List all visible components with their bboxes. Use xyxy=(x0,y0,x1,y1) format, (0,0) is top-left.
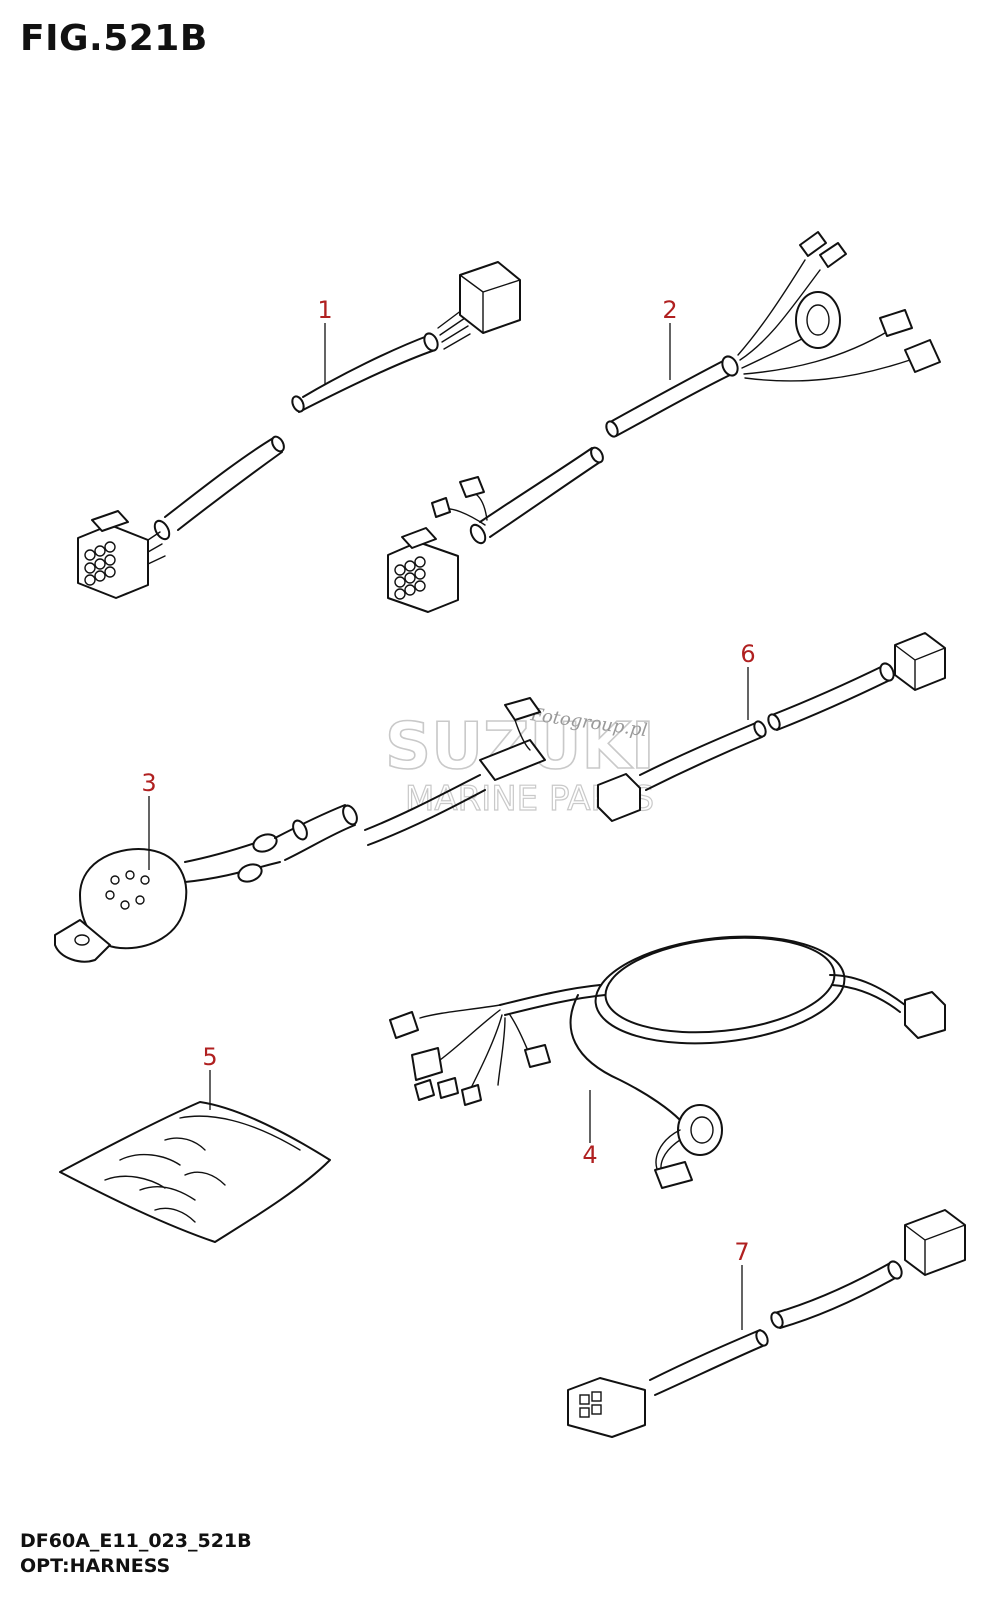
part-3-buzzer xyxy=(54,804,358,963)
callout-2: 2 xyxy=(662,296,677,324)
part-1-harness xyxy=(77,261,521,599)
callout-3: 3 xyxy=(141,769,156,797)
part-4-harness xyxy=(389,935,946,1189)
part-5-bag xyxy=(59,1101,331,1243)
part-6-harness xyxy=(364,632,946,846)
diagram-title: OPT:HARNESS xyxy=(20,1555,171,1577)
diagram-code: DF60A_E11_023_521B xyxy=(20,1530,252,1552)
figure-title: FIG.521B xyxy=(20,18,208,59)
part-7-harness xyxy=(567,1209,966,1438)
callout-6: 6 xyxy=(740,640,755,668)
callout-5: 5 xyxy=(202,1043,217,1071)
callout-7: 7 xyxy=(734,1238,749,1266)
callout-4: 4 xyxy=(582,1141,597,1169)
callout-1: 1 xyxy=(317,296,332,324)
part-2-harness xyxy=(387,231,941,613)
